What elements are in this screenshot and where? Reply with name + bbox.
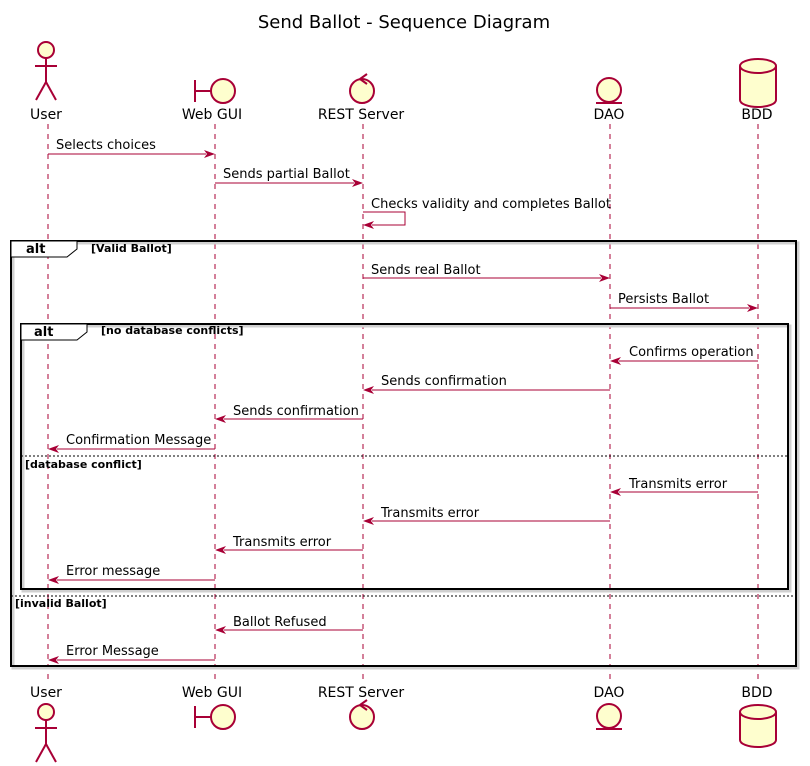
participant-web-gui-bottom: Web GUI bbox=[182, 685, 242, 730]
message-10: Transmits error bbox=[610, 477, 758, 496]
participant-rest-server-top: REST Server bbox=[318, 73, 405, 123]
actor-icon bbox=[35, 703, 57, 763]
participant-label: User bbox=[30, 107, 62, 123]
participant-label: User bbox=[30, 685, 62, 701]
message-label: Confirms operation bbox=[629, 345, 754, 360]
participant-label: DAO bbox=[594, 107, 625, 123]
participant-label: REST Server bbox=[318, 107, 405, 123]
message-1: Selects choices bbox=[48, 138, 215, 158]
message-13: Error message bbox=[48, 564, 215, 584]
participant-web-gui-top: Web GUI bbox=[182, 78, 242, 123]
message-label: Transmits error bbox=[232, 535, 332, 550]
participant-dao-top: DAO bbox=[594, 77, 625, 123]
message-14: Ballot Refused bbox=[215, 615, 363, 634]
control-icon bbox=[349, 699, 375, 730]
boundary-icon bbox=[194, 704, 236, 730]
fragment-else-condition: [database conflict] bbox=[25, 458, 142, 471]
message-label: Error message bbox=[66, 564, 160, 579]
message-label: Sends confirmation bbox=[233, 404, 359, 419]
participant-label: Web GUI bbox=[182, 685, 242, 701]
message-6: Confirms operation bbox=[610, 345, 758, 365]
message-label: Selects choices bbox=[56, 138, 156, 153]
participant-rest-server-bottom: REST Server bbox=[318, 685, 405, 730]
database-icon bbox=[739, 704, 777, 748]
participant-bdd-top: BDD bbox=[739, 58, 777, 123]
fragment-condition: [no database conflicts] bbox=[101, 324, 244, 337]
message-12: Transmits error bbox=[215, 535, 363, 554]
diagram-title: Send Ballot - Sequence Diagram bbox=[258, 12, 550, 33]
message-11: Transmits error bbox=[363, 506, 610, 525]
message-4: Sends real Ballot bbox=[363, 263, 610, 282]
message-label: Persists Ballot bbox=[618, 292, 709, 307]
actor-icon bbox=[35, 41, 57, 101]
fragment-keyword: alt bbox=[26, 242, 45, 257]
entity-icon bbox=[596, 77, 622, 104]
entity-icon bbox=[596, 703, 622, 730]
participant-label: REST Server bbox=[318, 685, 405, 701]
participant-dao-bottom: DAO bbox=[594, 685, 625, 730]
database-icon bbox=[739, 58, 777, 108]
alt-fragment-inner: alt [no database conflicts] [database co… bbox=[20, 323, 792, 593]
message-label: Transmits error bbox=[380, 506, 480, 521]
participant-bdd-bottom: BDD bbox=[739, 685, 777, 748]
message-15: Error Message bbox=[48, 644, 215, 664]
message-2: Sends partial Ballot bbox=[215, 167, 363, 187]
control-icon bbox=[349, 73, 375, 104]
message-label: Error Message bbox=[66, 644, 159, 659]
message-label: Checks validity and completes Ballot bbox=[371, 197, 611, 212]
participant-label: BDD bbox=[741, 685, 772, 701]
participant-label: DAO bbox=[594, 685, 625, 701]
message-5: Persists Ballot bbox=[610, 292, 758, 312]
message-3-self: Checks validity and completes Ballot bbox=[363, 197, 611, 229]
participant-user-top: User bbox=[30, 41, 62, 123]
message-label: Sends real Ballot bbox=[371, 263, 481, 278]
boundary-icon bbox=[194, 78, 236, 104]
participant-user-bottom: User bbox=[30, 685, 62, 763]
fragment-keyword: alt bbox=[34, 325, 53, 340]
message-8: Sends confirmation bbox=[215, 404, 363, 423]
message-9: Confirmation Message bbox=[48, 433, 215, 453]
message-label: Confirmation Message bbox=[66, 433, 211, 448]
participant-label: BDD bbox=[741, 107, 772, 123]
alt-fragment-outer: alt [Valid Ballot] [invalid Ballot] bbox=[10, 240, 800, 670]
message-label: Transmits error bbox=[628, 477, 728, 492]
message-label: Ballot Refused bbox=[233, 615, 327, 630]
fragment-else-condition: [invalid Ballot] bbox=[15, 597, 107, 610]
message-label: Sends partial Ballot bbox=[223, 167, 350, 182]
message-label: Sends confirmation bbox=[381, 374, 507, 389]
participant-label: Web GUI bbox=[182, 107, 242, 123]
message-7: Sends confirmation bbox=[363, 374, 610, 394]
fragment-condition: [Valid Ballot] bbox=[91, 242, 172, 255]
